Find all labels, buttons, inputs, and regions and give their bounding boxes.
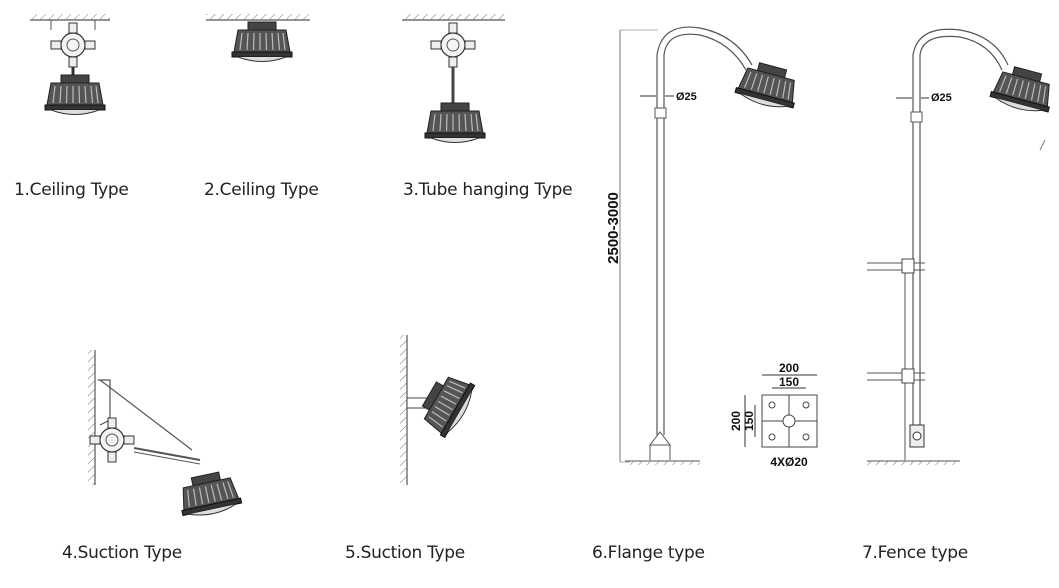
flange-holes-label: 4XØ20 <box>770 455 808 469</box>
flange-outer-height: 200 <box>729 411 743 431</box>
flange-plan-detail: 200 150 200 150 4XØ20 <box>729 361 818 469</box>
tube-diameter-label: Ø25 <box>676 91 697 103</box>
caption-fence-type: 7.Fence type <box>862 543 968 563</box>
flange-type-drawing: 2500-3000 Ø25 <box>605 26 818 469</box>
fence-type-drawing: Ø25 <box>867 28 1058 465</box>
caption-tube-hanging-type: 3.Tube hanging Type <box>403 180 573 200</box>
ceiling-type-2-drawing <box>206 14 310 63</box>
caption-ceiling-type-1: 1.Ceiling Type <box>14 180 129 200</box>
suction-type-4-drawing <box>88 350 244 521</box>
caption-flange-type: 6.Flange type <box>592 543 705 563</box>
caption-ceiling-type-2: 2.Ceiling Type <box>204 180 319 200</box>
ceiling-type-1-drawing <box>30 14 110 116</box>
flange-inner-width: 150 <box>779 375 799 389</box>
suction-type-5-drawing <box>400 335 480 485</box>
tube-hanging-type-drawing <box>402 14 505 144</box>
flange-inner-height: 150 <box>742 411 756 431</box>
flange-outer-width: 200 <box>779 361 799 375</box>
height-dimension-label: 2500-3000 <box>605 192 622 264</box>
tube-diameter-fence-label: Ø25 <box>931 92 952 104</box>
caption-suction-type-4: 4.Suction Type <box>62 543 182 563</box>
caption-suction-type-5: 5.Suction Type <box>345 543 465 563</box>
